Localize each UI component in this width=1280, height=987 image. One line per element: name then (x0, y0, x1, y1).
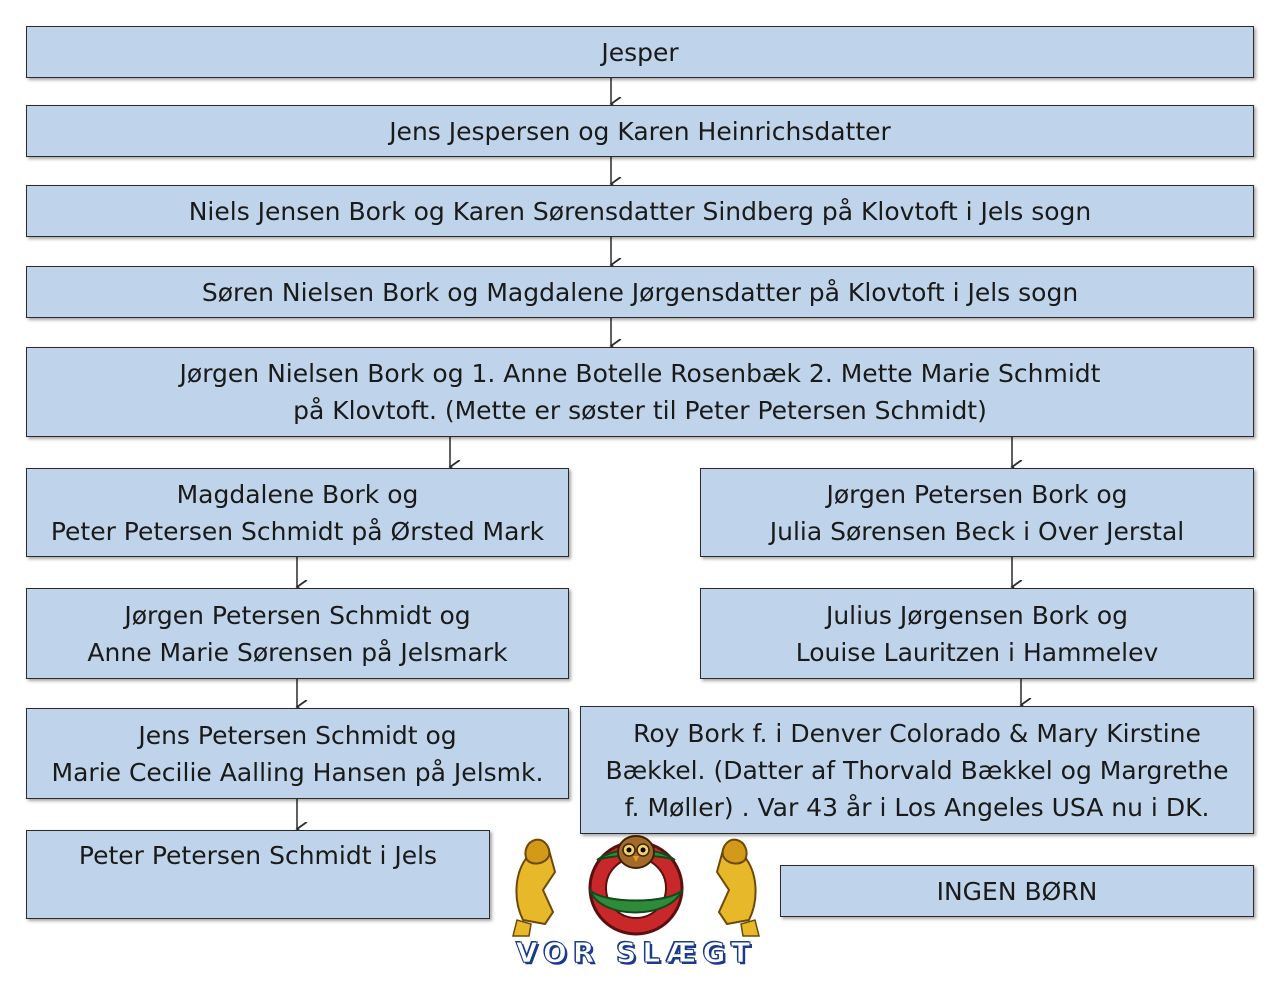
node-label: Julia Sørensen Beck i Over Jerstal (769, 516, 1185, 546)
node-label: f. Møller) . Var 43 år i Los Angeles USA… (624, 792, 1210, 822)
node-label: Jens Petersen Schmidt og (138, 720, 457, 750)
node-jesper: Jesper (26, 26, 1254, 78)
node-label: Bækkel. (Datter af Thorvald Bækkel og Ma… (605, 755, 1229, 785)
node-jorgen-petersen-schmidt: Jørgen Petersen Schmidt og Anne Marie Sø… (26, 588, 569, 679)
node-label: Anne Marie Sørensen på Jelsmark (87, 637, 508, 667)
node-label: Jørgen Petersen Schmidt og (124, 600, 471, 630)
node-jens-petersen-schmidt: Jens Petersen Schmidt og Marie Cecilie A… (26, 708, 569, 799)
node-magdalene-bork: Magdalene Bork og Peter Petersen Schmidt… (26, 468, 569, 557)
node-label: Roy Bork f. i Denver Colorado & Mary Kir… (633, 718, 1201, 748)
node-label: Marie Cecilie Aalling Hansen på Jelsmk. (51, 757, 544, 787)
node-label: Peter Petersen Schmidt på Ørsted Mark (50, 516, 545, 546)
emblem-motto: VOR SLÆGT (515, 935, 757, 969)
node-jens-jespersen: Jens Jespersen og Karen Heinrichsdatter (26, 105, 1254, 157)
node-jorgen-petersen-bork: Jørgen Petersen Bork og Julia Sørensen B… (700, 468, 1254, 557)
coat-of-arms-emblem: VOR SLÆGT (505, 820, 767, 969)
node-julius-jorgensen-bork: Julius Jørgensen Bork og Louise Lauritze… (700, 588, 1254, 679)
node-jorgen-nielsen-bork: Jørgen Nielsen Bork og 1. Anne Botelle R… (26, 347, 1254, 437)
node-label: INGEN BØRN (936, 876, 1098, 906)
owl-icon (617, 835, 655, 869)
node-roy-bork: Roy Bork f. i Denver Colorado & Mary Kir… (580, 706, 1254, 834)
lion-right-icon (715, 838, 760, 937)
emblem-graphic (512, 835, 760, 937)
node-ingen-born: INGEN BØRN (780, 865, 1254, 917)
node-label: Louise Lauritzen i Hammelev (795, 637, 1159, 667)
node-niels-jensen-bork: Niels Jensen Bork og Karen Sørensdatter … (26, 185, 1254, 237)
node-label: Jens Jespersen og Karen Heinrichsdatter (389, 116, 891, 146)
node-peter-petersen-schmidt: Peter Petersen Schmidt i Jels (26, 830, 490, 919)
node-label: Jesper (601, 37, 679, 67)
node-label: Søren Nielsen Bork og Magdalene Jørgensd… (201, 277, 1079, 307)
node-label: på Klovtoft. (Mette er søster til Peter … (293, 396, 987, 425)
node-label: Peter Petersen Schmidt i Jels (78, 841, 438, 870)
node-label: Jørgen Petersen Bork og (826, 479, 1128, 509)
lion-left-icon (512, 838, 557, 937)
node-label: Magdalene Bork og (176, 479, 419, 509)
node-label: Niels Jensen Bork og Karen Sørensdatter … (188, 196, 1092, 226)
node-soren-nielsen-bork: Søren Nielsen Bork og Magdalene Jørgensd… (26, 266, 1254, 318)
node-label: Julius Jørgensen Bork og (825, 600, 1129, 630)
node-label: Jørgen Nielsen Bork og 1. Anne Botelle R… (179, 359, 1101, 388)
